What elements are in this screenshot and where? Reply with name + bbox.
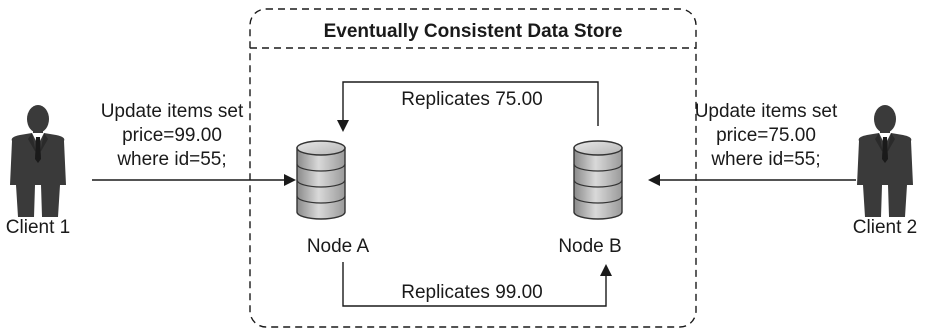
replicate-a-to-b-label: Replicates 99.00 bbox=[401, 282, 543, 303]
client-1: Client 1 bbox=[6, 105, 70, 238]
client-2-query-line-3: where id=55; bbox=[710, 149, 820, 170]
node-a-label: Node A bbox=[307, 236, 370, 257]
data-store-title: Eventually Consistent Data Store bbox=[324, 21, 623, 42]
replicate-b-to-a-arrow bbox=[337, 81, 599, 132]
client-1-query: Update items set price=99.00 where id=55… bbox=[101, 101, 244, 170]
client-1-query-line-1: Update items set bbox=[101, 101, 244, 122]
node-b-database-icon bbox=[573, 140, 623, 220]
client-2-query-line-2: price=75.00 bbox=[716, 125, 816, 146]
node-b: Node B bbox=[558, 140, 623, 257]
client-1-query-line-2: price=99.00 bbox=[122, 125, 222, 146]
client-1-person-icon bbox=[10, 105, 66, 217]
client-1-label: Client 1 bbox=[6, 217, 70, 238]
data-store-boundary bbox=[249, 8, 697, 328]
client-2-query: Update items set price=75.00 where id=55… bbox=[695, 101, 838, 170]
client-2-person-icon bbox=[857, 105, 913, 217]
replicate-a-to-b-arrow bbox=[342, 262, 612, 307]
client-1-query-line-3: where id=55; bbox=[116, 149, 226, 170]
node-a-database-icon bbox=[296, 140, 346, 220]
replicate-b-to-a-label: Replicates 75.00 bbox=[401, 89, 543, 110]
client-2-label: Client 2 bbox=[853, 217, 917, 238]
client-2-query-line-1: Update items set bbox=[695, 101, 838, 122]
node-a: Node A bbox=[296, 140, 370, 257]
client-2: Client 2 bbox=[853, 105, 917, 238]
node-b-label: Node B bbox=[558, 236, 621, 257]
